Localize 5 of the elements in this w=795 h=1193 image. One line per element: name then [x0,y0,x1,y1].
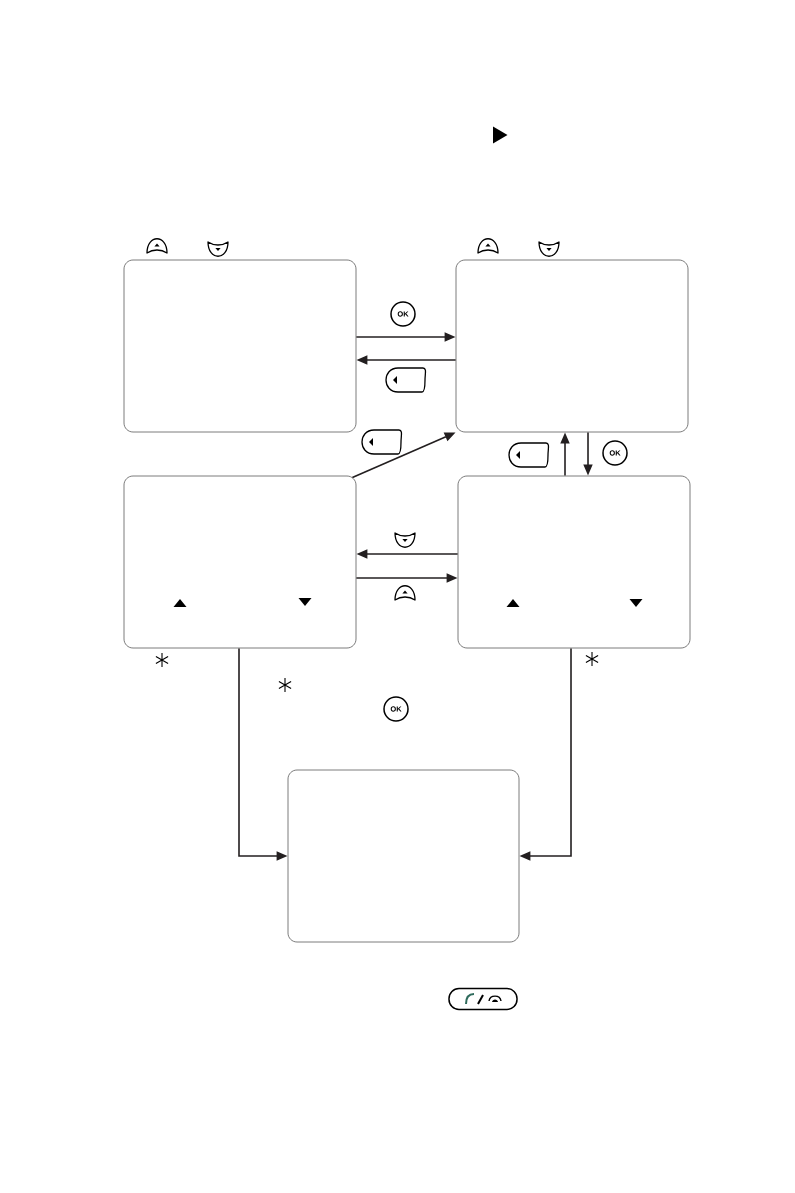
screen-box [123,475,357,649]
screen-box [457,475,691,649]
screen-box [287,769,520,943]
screen-box [455,259,689,433]
screen-box [123,259,357,433]
